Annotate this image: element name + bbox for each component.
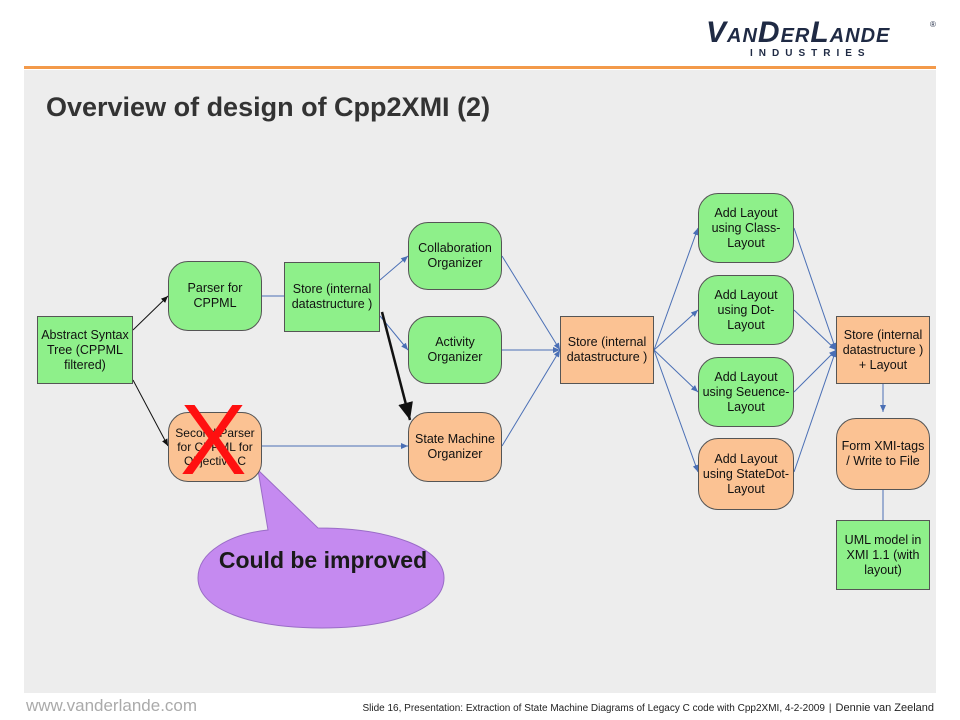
callout-bubble [197,468,445,629]
logo-subtitle: INDUSTRIES [750,48,871,59]
node-store-2: Store (internal datastructure ) [560,316,654,384]
footer-url: www.vanderlande.com [26,696,198,715]
node-collaboration-organizer: Collaboration Organizer [408,222,502,290]
footer-separator: | [828,703,832,714]
node-second-parser: Second Parser for CPPML for Objective C [168,412,262,482]
edge-store1-statemachine [380,311,413,421]
edge-statemachine-store2 [501,349,561,447]
logo-wordmark: VANDERLANDE [706,16,891,49]
node-state-machine-organizer: State Machine Organizer [408,412,502,482]
footer-caption-block: Slide 16, Presentation: Extraction of St… [362,702,934,714]
edge-store1-collab [379,255,409,281]
footer-caption: Slide 16, Presentation: Extraction of St… [362,703,825,714]
edge-layout-class-store3 [793,227,837,351]
node-store-1: Store (internal datastructure ) [284,262,380,332]
node-parser-cppml: Parser for CPPML [168,261,262,331]
node-store-3: Store (internal datastructure ) + Layout [836,316,930,384]
logo-registered-mark: ® [930,20,936,29]
vanderlande-logo: VANDERLANDE INDUSTRIES ® [706,18,942,66]
node-uml-model: UML model in XMI 1.1 (with layout) [836,520,930,590]
node-layout-class: Add Layout using Class-Layout [698,193,794,263]
node-layout-statedot: Add Layout using StateDot-Layout [698,438,794,510]
footer-author: Dennie van Zeeland [835,702,934,714]
edge-ast-parser [132,295,169,331]
callout-label: Could be improved [218,547,428,573]
edge-store2-layout-class [653,227,699,351]
edge-layout-statedot-store3 [793,349,837,473]
edge-store2-layout-seuence [653,349,699,393]
node-layout-dot: Add Layout using Dot-Layout [698,275,794,345]
node-abstract-syntax-tree: Abstract Syntax Tree (CPPML filtered) [37,316,133,384]
edge-ast-second-parser [132,379,169,447]
slide-title: Overview of design of Cpp2XMI (2) [46,92,491,122]
edge-collab-store2 [501,255,561,351]
node-layout-seuence: Add Layout using Seuence-Layout [698,357,794,427]
node-form-xmi: Form XMI-tags / Write to File [836,418,930,490]
header-rule [24,66,936,69]
edge-store2-layout-statedot [653,349,699,473]
edge-layout-seuence-store3 [793,349,837,393]
edge-layout-dot-store3 [793,309,837,351]
edge-store2-layout-dot [653,309,699,351]
cross-mark: X [180,384,247,496]
node-activity-organizer: Activity Organizer [408,316,502,384]
